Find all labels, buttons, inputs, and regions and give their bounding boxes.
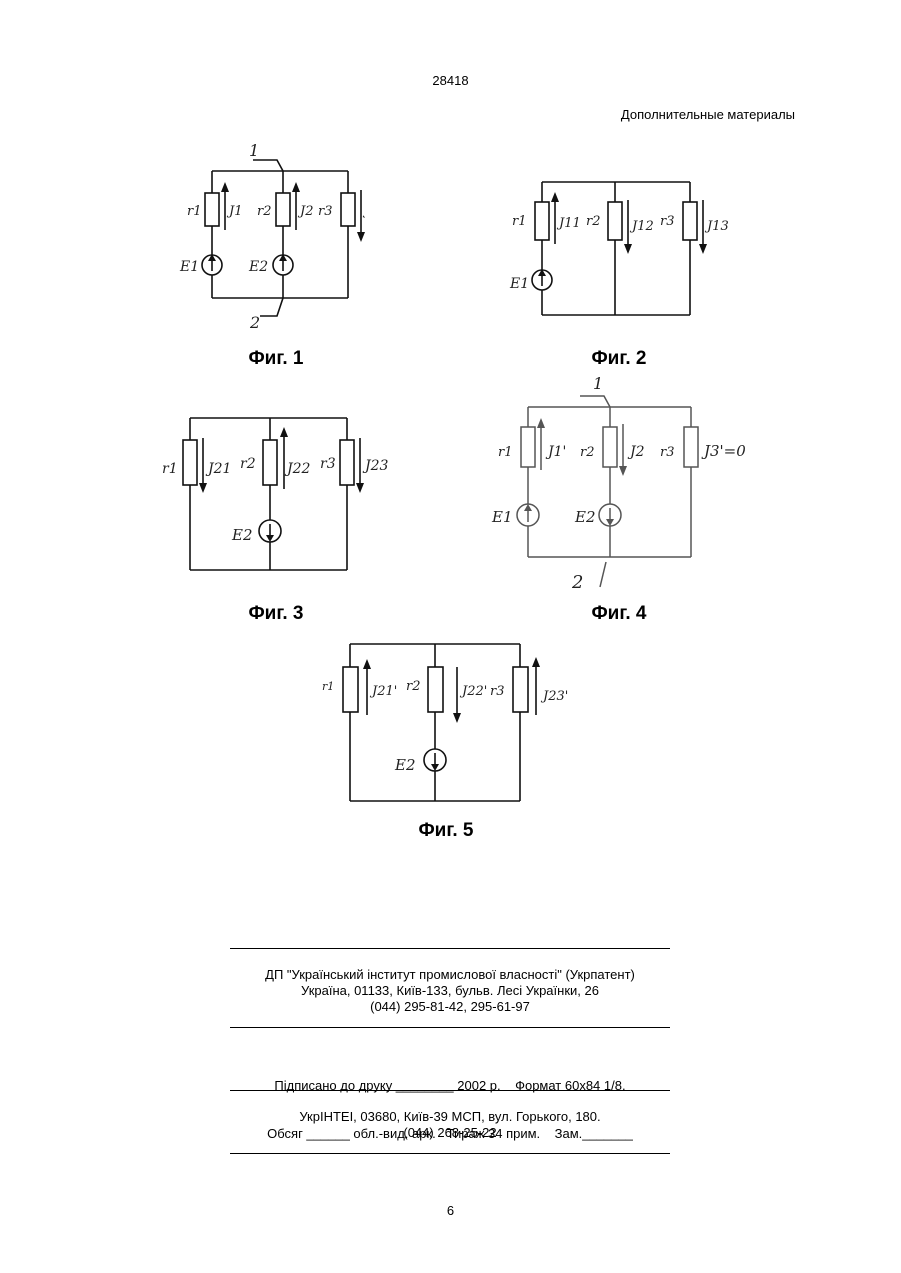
figure-5: r1 r2 r3 J21' J22' J23' E2 [310,635,590,815]
resistor-label-r1: r1 [322,680,334,693]
resistor-label-r1: r1 [498,445,513,460]
source-label-e2: E2 [248,259,268,275]
source-label-e1: E1 [491,508,513,526]
divider [230,948,670,949]
figure-2-caption: Фиг. 2 [559,348,679,370]
document-number: 28418 [0,73,901,88]
node-label-2: 2 [249,313,260,332]
source-label-e1: E1 [509,276,529,292]
source-label-e2: E2 [574,508,596,526]
resistor-label-r2: r2 [580,445,595,460]
divider [230,1027,670,1028]
resistor-label-r2: r2 [586,214,601,229]
current-label-j21-prime: J21' [369,684,397,699]
supplement-heading: Дополнительные материалы [621,107,795,122]
circuit-diagram-5: r1 r2 r3 J21' J22' J23' E2 [310,635,590,815]
printer-address: УкрІНТЕІ, 03680, Київ-39 МСП, вул. Горьк… [150,1109,750,1125]
current-label-j12: J12 [629,219,654,234]
current-label-j22-prime: J22' [459,684,487,699]
circuit-diagram-1: 1 2 r1 r2 r3 J1 J2 J3 E1 E2 [165,138,365,348]
figure-4: 1 2 r1 r2 r3 J1' J2 J3'=0 E1 E2 [480,372,770,597]
publisher-block: ДП "Український інститут промислової вла… [150,967,750,1015]
current-label-j1-prime: J1' [545,444,566,460]
figure-3-caption: Фиг. 3 [216,603,336,625]
node-label-1: 1 [249,141,259,160]
print-signed-line: Підписано до друку ________ 2002 р. Форм… [150,1078,750,1094]
printer-phone: (044) 268-25-22 [150,1125,750,1141]
resistor-label-r2: r2 [406,679,421,694]
resistor-label-r1: r1 [512,214,527,229]
current-label-j21: J21 [205,461,231,477]
resistor-label-r3: r3 [490,684,505,699]
current-label-j3-prime: J3'=0 [701,442,746,460]
current-label-j1: J1 [226,204,242,219]
circuit-diagram-4: 1 2 r1 r2 r3 J1' J2 J3'=0 E1 E2 [480,372,770,597]
resistor-label-r1: r1 [162,461,178,477]
figure-3: r1 r2 r3 J21 J22 J23 E2 [150,405,400,585]
page-number: 6 [0,1203,901,1218]
source-label-e2: E2 [231,526,253,544]
circuit-diagram-2: r1 r2 r3 J11 J12 J13 E1 [500,170,745,330]
publisher-address: Україна, 01133, Київ-133, бульв. Лесі Ук… [150,983,750,999]
resistor-label-r3: r3 [660,214,675,229]
current-label-j3: J3 [362,204,365,219]
current-label-j13: J13 [704,219,729,234]
node-label-2: 2 [571,572,583,593]
source-label-e1: E1 [179,259,199,275]
figure-5-caption: Фиг. 5 [386,820,506,842]
resistor-label-r2: r2 [257,204,272,219]
current-label-j23-prime: J23' [540,689,568,704]
resistor-label-r1: r1 [187,204,202,219]
resistor-label-r2: r2 [240,456,256,472]
figure-1-caption: Фиг. 1 [216,348,336,370]
current-label-j11: J11 [556,216,581,231]
publisher-phone: (044) 295-81-42, 295-61-97 [150,999,750,1015]
print-info-block: Підписано до друку ________ 2002 р. Форм… [150,1046,750,1158]
divider [230,1090,670,1091]
printer-block: УкрІНТЕІ, 03680, Київ-39 МСП, вул. Горьк… [150,1109,750,1141]
resistor-label-r3: r3 [660,445,675,460]
figure-1: 1 2 r1 r2 r3 J1 J2 J3 E1 E2 [165,138,365,348]
publisher-name: ДП "Український інститут промислової вла… [150,967,750,983]
node-label-1: 1 [593,374,603,393]
figure-2: r1 r2 r3 J11 J12 J13 E1 [500,170,745,330]
resistor-label-r3: r3 [318,204,333,219]
current-label-j2: J2 [297,204,313,219]
current-label-j22: J22 [284,461,311,477]
current-label-j23: J23 [362,458,389,474]
resistor-label-r3: r3 [320,456,336,472]
divider [230,1153,670,1154]
figure-4-caption: Фиг. 4 [559,603,679,625]
source-label-e2: E2 [394,756,416,774]
current-label-j2: J2 [627,444,645,460]
circuit-diagram-3: r1 r2 r3 J21 J22 J23 E2 [150,405,400,585]
